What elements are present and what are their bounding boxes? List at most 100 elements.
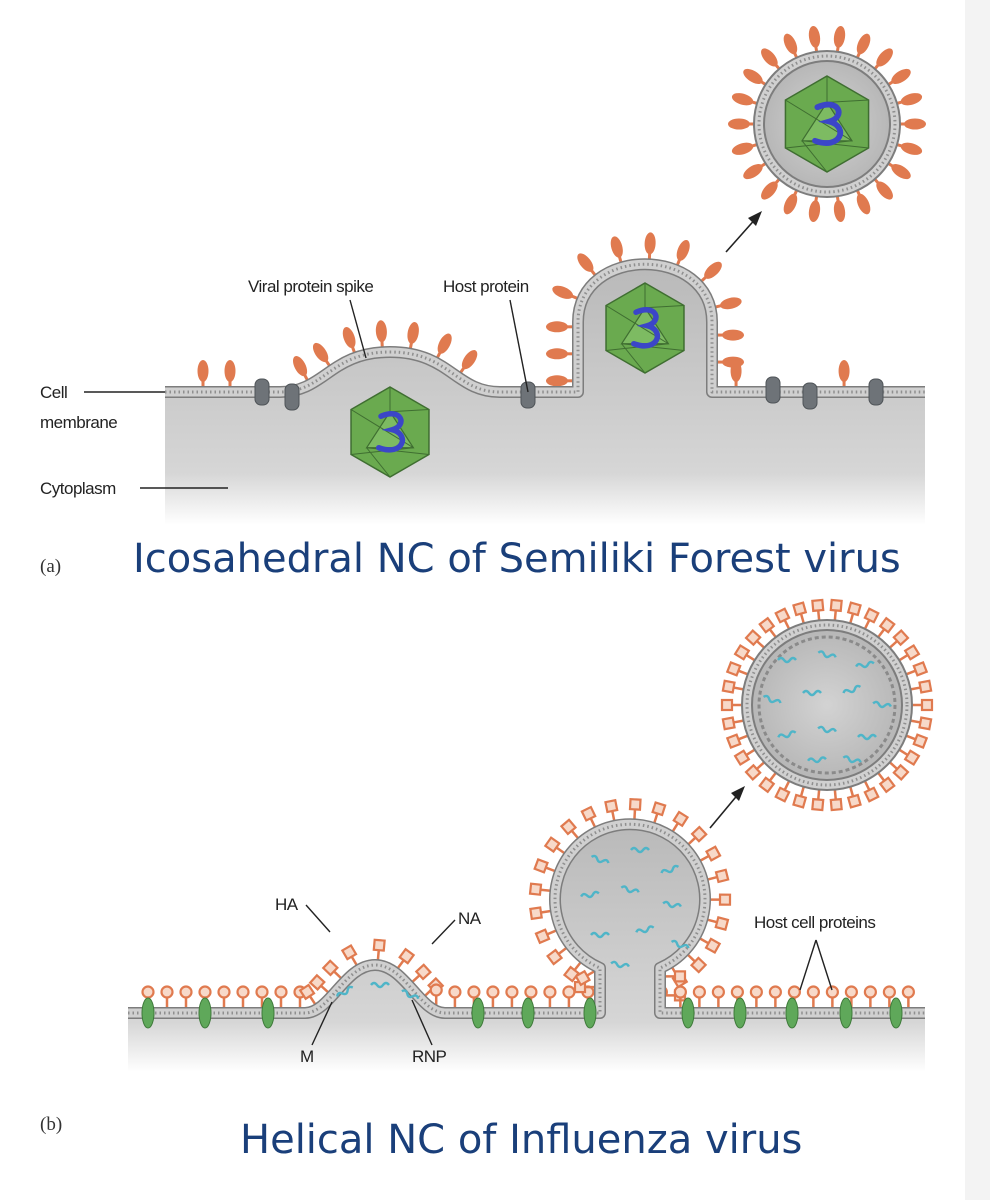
virion-b-spike <box>918 716 933 731</box>
rnp-segment <box>817 725 837 734</box>
rna-genome <box>631 307 660 349</box>
ha-na-spike-stalk <box>570 829 580 840</box>
ha-na-spike <box>543 836 561 854</box>
virion-b-spike-stalk <box>888 761 899 770</box>
rnp-segment <box>630 846 650 854</box>
capsid-edge <box>826 99 869 103</box>
panel-b: HA NA M RNP Host cell proteins (b) Helic… <box>40 598 934 1163</box>
virion-spike <box>808 25 821 48</box>
ha-na-spike-stalk <box>633 809 637 820</box>
rnp-segment <box>777 730 797 739</box>
host-cell-protein <box>839 997 853 1029</box>
label-rnp: RNP <box>412 1047 447 1066</box>
ha-na-spike-stalk <box>707 918 718 924</box>
virion-b-spike <box>846 793 862 809</box>
host-protein <box>868 378 884 406</box>
release-arrow-b-head <box>731 786 745 801</box>
virion-b-spike-stalk <box>755 761 766 770</box>
membrane-glycoprotein <box>486 985 500 999</box>
virion-b-spike-stalk <box>783 619 791 630</box>
virion-b-spike-stalk <box>768 628 777 638</box>
virion-spike <box>743 164 763 180</box>
membrane-glycoprotein <box>787 985 801 999</box>
rna-genome <box>812 101 843 146</box>
ha-na-spike-stalk <box>589 817 597 828</box>
virion-b-spike <box>918 679 933 694</box>
rnp-segments <box>336 846 690 1000</box>
viral-spike <box>407 322 419 344</box>
virion-b-spike-stalk <box>737 734 749 741</box>
label-membrane: membrane <box>40 413 117 432</box>
rnp-segment <box>670 939 690 949</box>
ha-na-spike <box>372 938 386 952</box>
virion-b-spike <box>892 629 910 647</box>
rnp-segment <box>662 900 682 909</box>
ha-na-spike <box>529 906 543 921</box>
virion-b-spike-stalk <box>745 748 756 757</box>
leader-viral-spike <box>349 299 367 359</box>
membrane-fill <box>128 819 925 1018</box>
virion-b-spike-stalk <box>833 610 838 621</box>
virion-spike <box>833 200 846 223</box>
virion-b-spike-stalk <box>799 786 805 797</box>
host-cell-protein <box>889 997 903 1029</box>
host-cell-protein <box>261 997 275 1029</box>
label-cell: Cell <box>40 383 67 402</box>
virion-b-spike-stalk <box>745 653 756 662</box>
virion-spike <box>891 68 911 84</box>
rnp-segment <box>370 981 390 989</box>
leader-na <box>431 919 456 945</box>
right-margin-strip <box>965 0 990 1200</box>
virion-b-spike-stalk <box>733 686 744 691</box>
spikes-b <box>141 797 915 1009</box>
virion-b-spike <box>878 776 896 794</box>
spikes-a <box>197 232 850 387</box>
leader-m <box>311 1001 333 1046</box>
membrane-glycoprotein <box>806 985 820 999</box>
virion-spike <box>761 48 778 67</box>
rnp-segment <box>872 700 892 709</box>
virion-b-spike <box>733 749 751 767</box>
rnp-segment <box>635 925 655 934</box>
virion-b-spike <box>811 797 825 812</box>
viral-spike <box>312 342 329 363</box>
virion-b-spike-stalk <box>898 748 909 757</box>
ha-na-spike <box>533 857 549 874</box>
virion-b-spike <box>774 786 791 803</box>
ha-na-spike <box>559 818 578 836</box>
ha-na-spike-stalk <box>320 984 330 994</box>
rnp-segment <box>660 864 680 874</box>
viral-spike <box>375 320 387 343</box>
membrane-glycoprotein <box>429 983 443 997</box>
ha-na-spike <box>414 963 432 981</box>
viral-spike <box>437 333 452 354</box>
membrane-glycoprotein <box>844 985 858 999</box>
virion-b-spike <box>903 749 921 767</box>
virion-b-spike <box>846 601 862 617</box>
rna-genome <box>376 411 405 453</box>
host-cell-protein <box>141 997 155 1029</box>
virion-b-spike <box>903 643 921 661</box>
virion-b-spike-stalk <box>737 669 749 676</box>
nucleocapsid-budding-late <box>605 282 685 374</box>
virion-b-spike <box>863 786 880 803</box>
virion-b-spike-stalk <box>898 653 909 662</box>
virion-spike <box>900 93 923 106</box>
virion-spike <box>876 48 893 67</box>
virion-b-spike <box>721 679 736 694</box>
ha-na-spike-stalk <box>540 888 551 893</box>
caption-a: (a) <box>40 556 61 577</box>
label-ha: HA <box>275 895 299 914</box>
virion-spike <box>761 181 778 200</box>
host-cell-protein <box>521 997 535 1029</box>
virion-b-spike-stalk <box>910 719 921 724</box>
ha-na-spike-stalk <box>707 875 718 881</box>
virion-spike <box>876 181 893 200</box>
ha-na-spike <box>562 965 581 983</box>
virion-b-spike-stalk <box>863 780 871 791</box>
virion-spike <box>728 118 750 130</box>
rnp-segment <box>610 960 630 969</box>
membrane-glycoprotein <box>768 985 782 999</box>
membrane-glycoprotein <box>179 985 193 999</box>
